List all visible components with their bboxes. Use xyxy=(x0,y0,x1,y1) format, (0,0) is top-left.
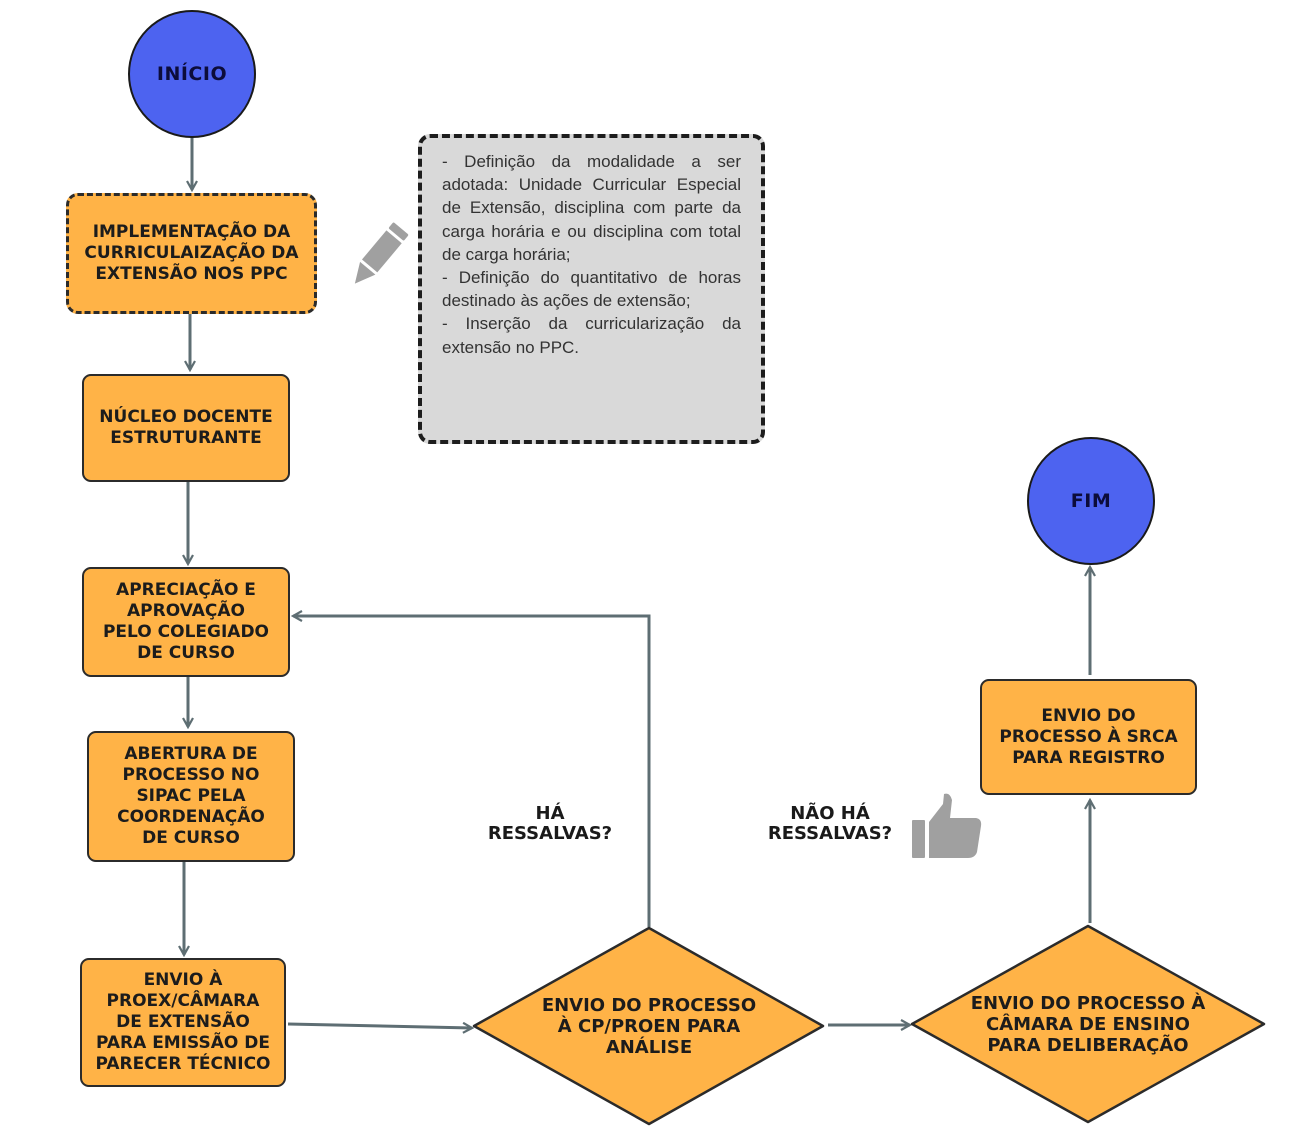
nucleo-docente-box: NÚCLEO DOCENTE ESTRUTURANTE xyxy=(82,374,290,482)
apreciacao-box: APRECIAÇÃO E APROVAÇÃO PELO COLEGIADO DE… xyxy=(82,567,290,677)
arrow-envio-cp-back-to-apreciacao xyxy=(293,616,651,927)
implementacao-box: IMPLEMENTAÇÃO DA CURRICULAIZAÇÃO DA EXTE… xyxy=(66,193,317,314)
start-node: INÍCIO xyxy=(128,10,256,138)
decision-diamond-cp xyxy=(472,926,825,1126)
note-box: - Definição da modalidade a ser adotada:… xyxy=(418,134,765,444)
arrow-envio-proex-to-envio-cp xyxy=(287,1024,472,1028)
abertura-processo-box: ABERTURA DE PROCESSO NO SIPAC PELA COORD… xyxy=(87,731,295,862)
envio-proex-box: ENVIO À PROEX/CÂMARA DE EXTENSÃO PARA EM… xyxy=(80,958,286,1087)
nao-ha-ressalvas-label: NÃO HÁ RESSALVAS? xyxy=(767,803,893,844)
ha-ressalvas-label: HÁ RESSALVAS? xyxy=(487,803,613,844)
decision-diamond-camara xyxy=(910,924,1266,1124)
pencil-icon xyxy=(354,222,409,284)
envio-camara-text: ENVIO DO PROCESSO À CÂMARA DE ENSINO PAR… xyxy=(970,992,1206,1056)
envio-srca-box: ENVIO DO PROCESSO À SRCA PARA REGISTRO xyxy=(980,679,1197,795)
end-node: FIM xyxy=(1027,437,1155,565)
envio-cp-text: ENVIO DO PROCESSO À CP/PROEN PARA ANÁLIS… xyxy=(541,994,757,1058)
thumbs-up-icon xyxy=(912,793,982,858)
